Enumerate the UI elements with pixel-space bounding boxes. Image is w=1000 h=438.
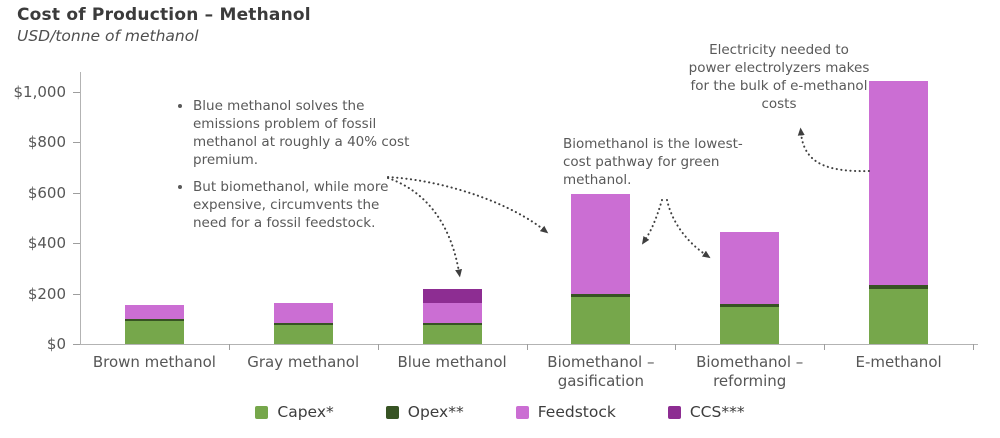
- x-tick: [526, 344, 528, 350]
- bar-segment-capex: [422, 325, 482, 344]
- bar-segment-feedstock: [571, 194, 631, 295]
- y-tick-label: $800: [27, 133, 66, 152]
- bullet-item-biomethanol: But biomethanol, while more expensive, c…: [193, 179, 414, 233]
- bar-segment-capex: [571, 297, 631, 344]
- x-tick: [377, 344, 379, 350]
- bar-segment-capex: [720, 306, 780, 344]
- legend-item-ccs: CCS***: [667, 403, 745, 421]
- x-tick: [824, 344, 826, 350]
- bar-segment-feedstock: [124, 304, 184, 320]
- y-tick: [73, 344, 80, 345]
- annotation-bullet-note: Blue methanol solves the emissions probl…: [176, 98, 414, 242]
- category-label: Gray methanol: [247, 353, 360, 371]
- legend-label: Opex**: [407, 403, 464, 421]
- bar-segment-capex: [273, 325, 333, 344]
- y-tick-label: $0: [46, 335, 66, 353]
- y-tick: [73, 293, 80, 295]
- legend-item-opex: Opex**: [385, 403, 464, 421]
- bar-segment-ccs: [422, 289, 482, 303]
- x-tick: [228, 344, 230, 350]
- bullet-item-blue-methanol: Blue methanol solves the emissions probl…: [193, 98, 414, 170]
- bar-segment-opex: [571, 294, 631, 298]
- legend-label: Feedstock: [537, 403, 616, 421]
- legend-swatch-icon: [667, 405, 681, 419]
- legend-swatch-icon: [255, 405, 269, 419]
- x-axis-line: [80, 344, 978, 345]
- bar-segment-feedstock: [869, 80, 929, 286]
- y-axis-line: [80, 72, 81, 344]
- bar-segment-capex: [869, 288, 929, 344]
- legend-label: CCS***: [689, 403, 745, 421]
- y-tick-label: $600: [27, 183, 66, 202]
- bar-segment-opex: [273, 323, 333, 326]
- category-label: E-methanol: [855, 353, 942, 371]
- y-tick-label: $200: [27, 284, 66, 303]
- chart-title: Cost of Production – Methanol: [17, 5, 311, 25]
- annotation-biomethanol-note: Biomethanol is the lowest-cost pathway f…: [563, 136, 743, 188]
- bar-segment-opex: [869, 285, 929, 289]
- category-label: Biomethanol – reforming: [696, 353, 804, 390]
- bar-segment-feedstock: [422, 302, 482, 324]
- legend-swatch-icon: [385, 405, 399, 419]
- bar-segment-opex: [422, 323, 482, 326]
- legend-item-feedstock: Feedstock: [515, 403, 616, 421]
- legend-label: Capex*: [277, 403, 334, 421]
- category-label: Brown methanol: [92, 353, 216, 371]
- y-tick: [73, 192, 80, 194]
- legend-item-capex: Capex*: [255, 403, 334, 421]
- x-tick: [675, 344, 677, 350]
- x-tick: [973, 344, 974, 350]
- y-tick: [73, 92, 80, 93]
- category-label: Blue methanol: [397, 353, 507, 371]
- y-tick: [73, 243, 80, 245]
- chart-subtitle: USD/tonne of methanol: [17, 27, 199, 45]
- bar-segment-feedstock: [273, 302, 333, 324]
- legend-swatch-icon: [515, 405, 529, 419]
- y-tick: [73, 142, 80, 144]
- bar-segment-capex: [124, 321, 184, 344]
- y-tick-label: $400: [27, 234, 66, 253]
- legend: Capex* Opex** Feedstock CCS***: [0, 403, 1000, 421]
- category-label: Biomethanol – gasification: [547, 353, 655, 390]
- annotation-emethanol-note: Electricity needed to power electrolyzer…: [688, 42, 870, 112]
- bullet-list: Blue methanol solves the emissions probl…: [176, 98, 414, 233]
- bar-segment-opex: [720, 303, 780, 307]
- y-tick-label: $1,000: [13, 83, 67, 101]
- bar-segment-feedstock: [720, 231, 780, 304]
- bar-segment-opex: [124, 319, 184, 322]
